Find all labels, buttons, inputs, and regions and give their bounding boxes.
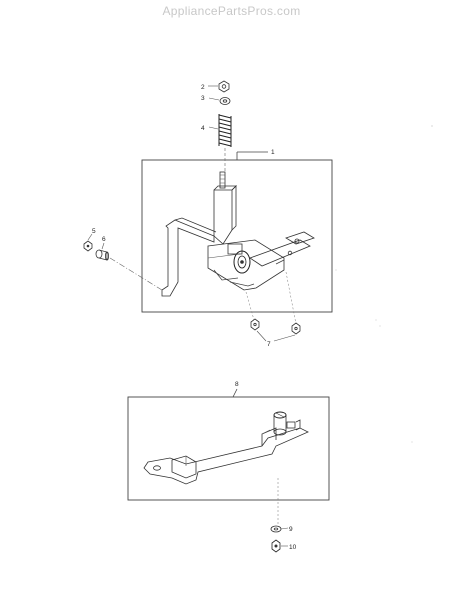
spring-part-4: [218, 114, 232, 147]
clip-part-7-left: [250, 318, 260, 331]
hook-lever: [161, 217, 217, 297]
watermark: AppliancePartsPros.com: [162, 4, 301, 18]
svg-text:8: 8: [235, 381, 239, 388]
scan-specks: [335, 125, 433, 443]
svg-text:6: 6: [102, 236, 106, 243]
screw-part-5: [83, 240, 93, 252]
nut-part-2: [218, 80, 230, 93]
svg-text:3: 3: [201, 95, 205, 102]
svg-text:10: 10: [289, 544, 297, 551]
washer-part-3: [219, 97, 231, 105]
assembly-box-upper: [141, 159, 333, 313]
shaft-arm: [213, 171, 237, 245]
adjustment-screw: [273, 411, 301, 436]
callout-10: 10: [289, 544, 297, 551]
clip-part-7-right: [291, 322, 301, 335]
callout-3: 3: [201, 95, 205, 102]
right-arm: [249, 231, 315, 267]
svg-text:9: 9: [289, 526, 293, 533]
svg-text:2: 2: [201, 84, 205, 91]
callout-5: 5: [92, 228, 96, 235]
nut-part-10: [271, 539, 281, 553]
bracket-assembly: [207, 239, 285, 291]
washer-part-9: [270, 525, 282, 533]
callout-2: 2: [201, 84, 205, 91]
callout-1: 1: [271, 149, 275, 156]
svg-text:5: 5: [92, 228, 96, 235]
svg-text:4: 4: [201, 125, 205, 132]
callout-9: 9: [289, 526, 293, 533]
callout-4: 4: [201, 125, 205, 132]
callout-6: 6: [102, 236, 106, 243]
lever-bar: [143, 427, 309, 485]
svg-text:7: 7: [267, 341, 271, 348]
callout-8: 8: [235, 381, 239, 388]
bushing-part-6: [95, 249, 109, 261]
svg-text:1: 1: [271, 149, 275, 156]
assembly-box-lower: [127, 396, 330, 501]
callout-7: 7: [267, 341, 271, 348]
